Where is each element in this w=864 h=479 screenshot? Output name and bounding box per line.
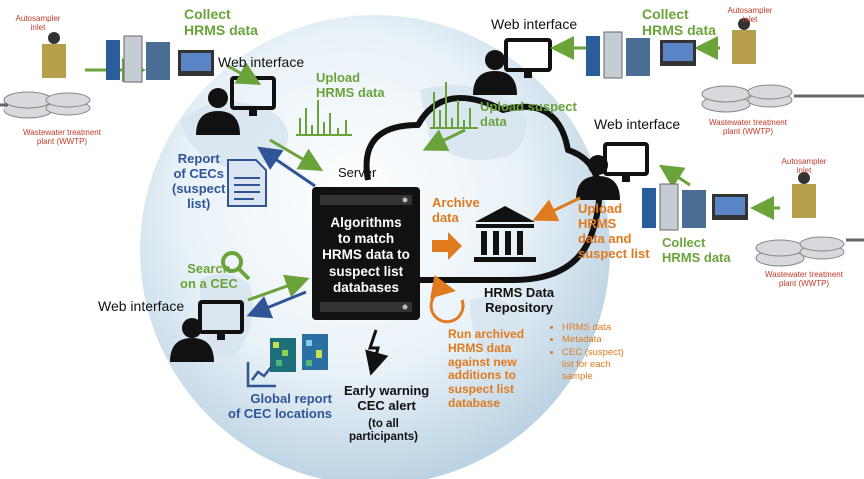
archive-data-label: Archive data — [432, 195, 480, 225]
repository-items: HRMS data Metadata CEC (suspect) list fo… — [550, 322, 624, 384]
wwtp-tanks-mr — [755, 236, 864, 267]
autosampler-tl — [42, 32, 66, 78]
instrument-mid-right — [642, 183, 748, 231]
repository-item: CEC (suspect) list for each sample — [562, 347, 624, 384]
upload-hrms-suspect-label: Upload HRMS data and suspect list — [578, 201, 650, 261]
web-interface-label-bottom-left: Web interface — [98, 298, 185, 314]
user-computer-icon-right-top — [473, 38, 552, 95]
archive-arrow — [432, 232, 462, 260]
wwtp-label-tr: Wastewater treatment plant (WWTP) — [709, 118, 787, 137]
mass-spectrum-icon-left — [296, 100, 352, 136]
cloud-icon — [363, 95, 603, 283]
repository-item: Metadata — [562, 334, 624, 346]
run-archived-label: Run archived HRMS data against new addit… — [448, 327, 525, 410]
document-icon — [227, 159, 267, 207]
autosampler-label-mr: Autosampler inlet — [781, 157, 827, 176]
magnifier-icon — [221, 251, 251, 281]
instrument-top-left — [106, 35, 214, 83]
server-icon — [312, 187, 420, 320]
heatmap-icon — [270, 334, 328, 372]
wwtp-tanks-tr — [701, 84, 864, 113]
server-label: Server — [338, 165, 377, 180]
lightning-icon — [365, 329, 389, 376]
collect-label-top-right: Collect HRMS data — [642, 6, 716, 39]
algorithms-text: Algorithms to match HRMS data to suspect… — [322, 215, 410, 295]
web-interface-label-right-mid: Web interface — [594, 116, 681, 132]
report-cecs-label: Report of CECs (suspect list) — [172, 151, 226, 211]
early-warning-label: Early warning CEC alert — [344, 383, 430, 413]
web-interface-label-left-top: Web interface — [218, 54, 305, 70]
line-chart-icon — [246, 362, 276, 388]
bank-icon — [474, 206, 536, 262]
wwtp-label-mr: Wastewater treatment plant (WWTP) — [765, 270, 843, 289]
autosampler-tr — [732, 18, 756, 64]
to-all-participants-label: (to all participants) — [349, 418, 419, 444]
global-report-label: Global report of CEC locations — [228, 391, 333, 421]
search-cec-label: Search on a CEC — [180, 261, 238, 291]
user-computer-icon-right-mid — [576, 142, 649, 200]
user-computer-icon-bottom-left — [170, 300, 244, 362]
upload-suspect-label: Upload suspect data — [480, 99, 577, 129]
mass-spectrum-icon-right — [430, 82, 478, 129]
wwtp-label-tl: Wastewater treatment plant (WWTP) — [23, 128, 101, 147]
autosampler-mr — [792, 172, 816, 218]
collect-label-top-left: Collect HRMS data — [184, 6, 258, 39]
repository-label: HRMS Data Repository — [484, 285, 555, 315]
wwtp-tanks-tl — [0, 91, 91, 119]
repository-item: HRMS data — [562, 322, 624, 334]
autosampler-label-tr: Autosampler inlet — [727, 6, 773, 25]
autosampler-label-tl: Autosampler inlet — [15, 14, 61, 33]
web-interface-label-right-top: Web interface — [491, 16, 578, 32]
collect-label-mid-right: Collect HRMS data — [662, 235, 731, 265]
upload-hrms-label: Upload HRMS data — [316, 70, 385, 100]
instrument-top-right — [586, 31, 696, 79]
